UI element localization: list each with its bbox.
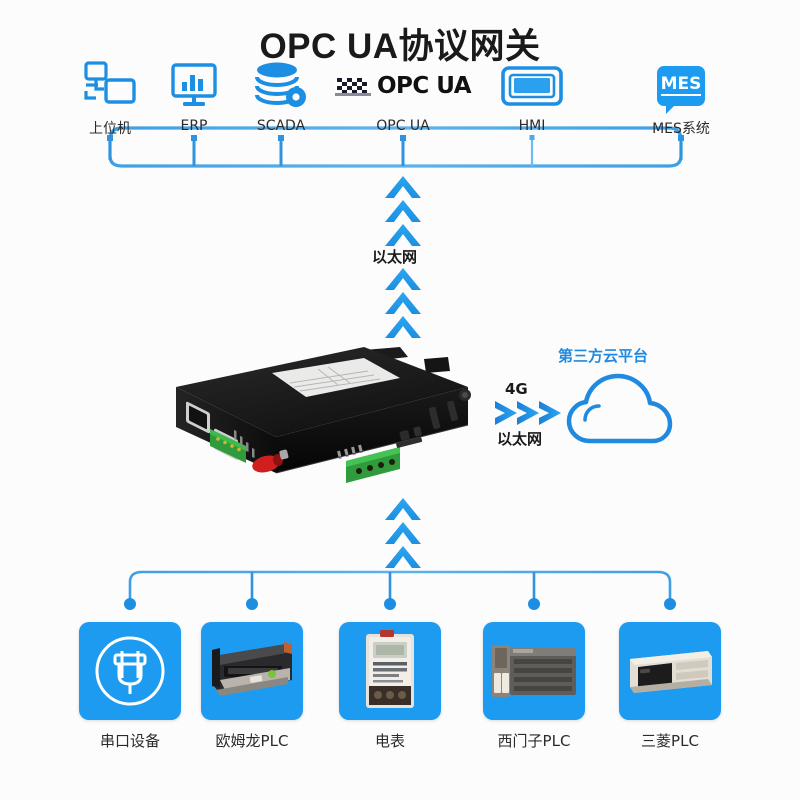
device-card-mitsubishi-plc[interactable]: 三菱PLC [605, 622, 735, 751]
monitor-bar-chart-icon [139, 58, 249, 114]
device-card-serial[interactable]: 串口设备 [65, 622, 195, 751]
sidebar-item-scada[interactable]: SCADA [226, 58, 336, 134]
checkered-flag-icon [334, 77, 371, 96]
mes-text: MES [660, 74, 702, 96]
device-label: 西门子PLC [497, 732, 571, 750]
mitsubishi-plc-photo [619, 622, 721, 720]
node-label: 上位机 [89, 121, 131, 137]
sidebar-item-hmi[interactable]: HMI [477, 58, 587, 134]
device-label: 三菱PLC [641, 732, 699, 750]
opc-ua-gateway-device[interactable] [168, 345, 488, 490]
device-card-meter[interactable]: 电表 [325, 622, 455, 751]
cloud-platform-label: 第三方云平台 [558, 347, 649, 365]
opc-ua-wordmark: OPC UA [376, 73, 472, 99]
sidebar-item-mes[interactable]: MES MES系统 [626, 58, 736, 138]
opc-ua-logo-icon: OPC UA [318, 58, 488, 114]
device-card-siemens-plc[interactable]: 西门子PLC [469, 622, 599, 751]
node-label: HMI [518, 118, 546, 134]
node-label: MES系统 [652, 121, 710, 137]
mobile-4g-label: 4G [505, 380, 528, 398]
serial-plug-icon [79, 622, 181, 720]
node-label: ERP [180, 118, 208, 134]
node-label: SCADA [256, 118, 306, 134]
device-label: 串口设备 [99, 732, 160, 750]
device-label: 欧姆龙PLC [215, 732, 289, 750]
sidebar-item-opc-ua[interactable]: OPC UA OPC UA [318, 58, 488, 134]
node-label: OPC UA [376, 118, 430, 134]
page-title: OPC UA协议网关 [259, 27, 541, 66]
device-card-omron-plc[interactable]: 欧姆龙PLC [187, 622, 317, 751]
cloud-icon [566, 373, 673, 444]
siemens-plc-photo [483, 622, 585, 720]
ethernet-cloud-label: 以太网 [497, 430, 543, 448]
database-gear-icon [226, 58, 336, 114]
hmi-panel-icon [477, 58, 587, 114]
mes-badge-icon: MES [626, 58, 736, 114]
sidebar-item-上位机[interactable]: 上位机 [55, 58, 165, 138]
electric-meter-photo [339, 622, 441, 720]
sidebar-item-erp[interactable]: ERP [139, 58, 249, 134]
two-monitors-icon [55, 58, 165, 114]
omron-plc-photo [201, 622, 303, 720]
ethernet-uplink-label: 以太网 [372, 248, 418, 266]
device-label: 电表 [374, 732, 405, 750]
